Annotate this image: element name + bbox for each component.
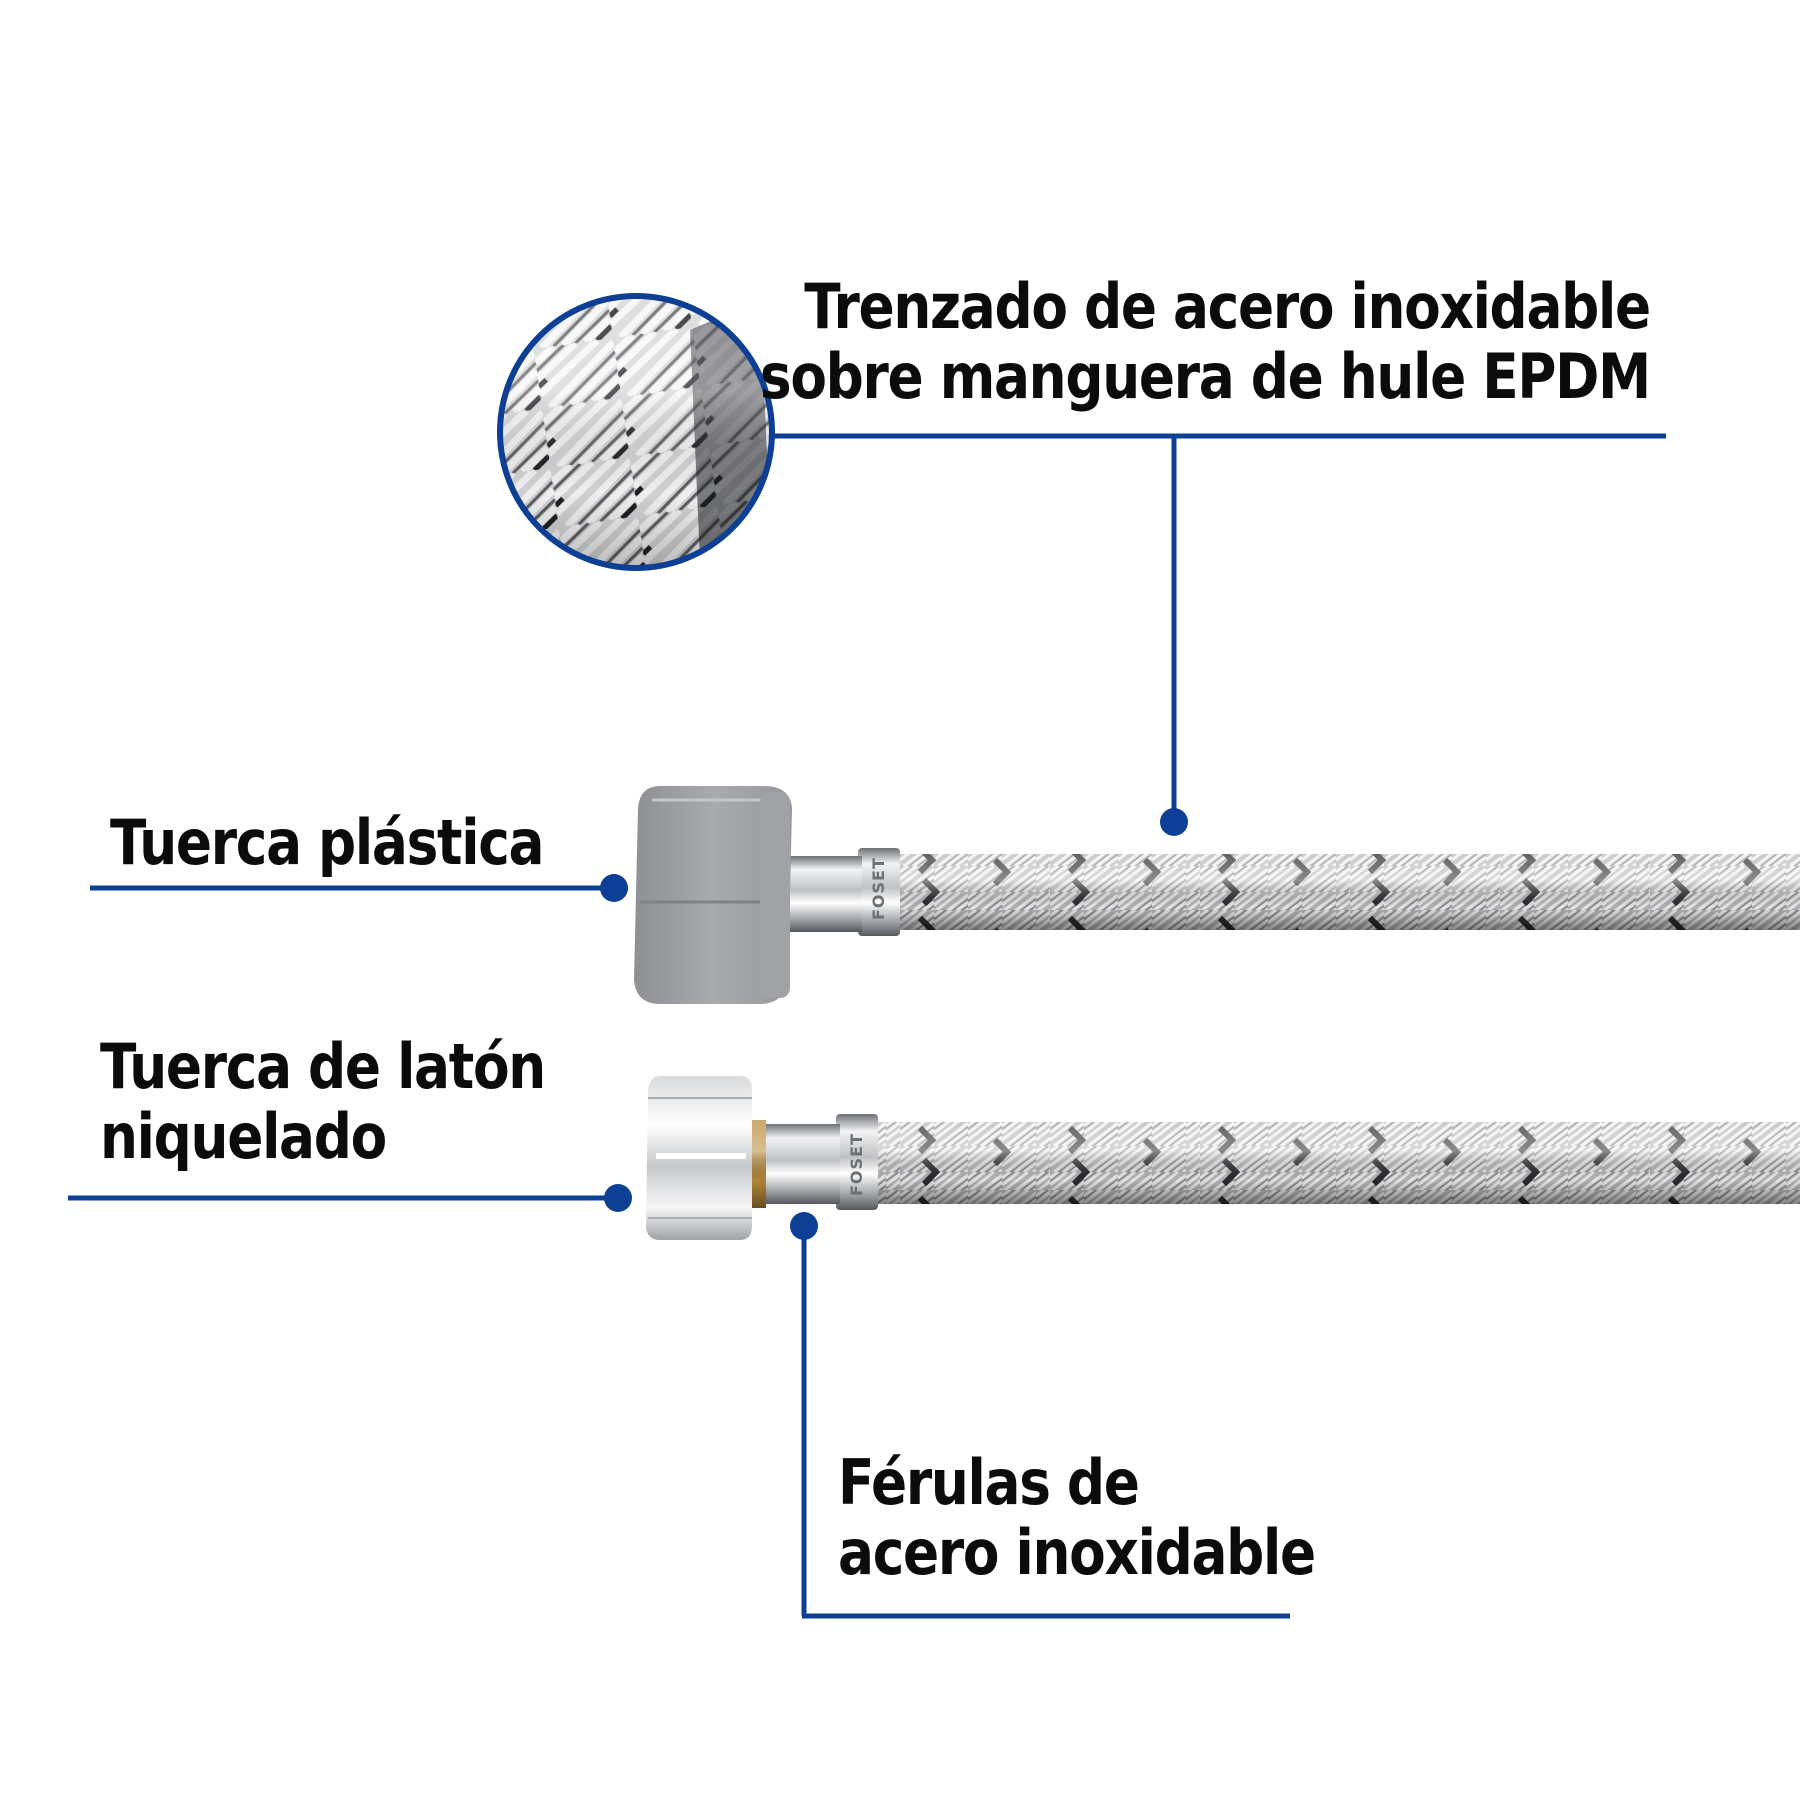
brass-nut-label-line1: Tuerca de latón [100, 1030, 546, 1103]
callout-braid-dot [1160, 808, 1188, 836]
braid-label: Trenzado de acero inoxidable sobre mangu… [760, 270, 1651, 413]
callout-braid-connector [772, 433, 1666, 822]
brass-nut-label-line2: niquelado [100, 1100, 387, 1173]
upper-ferrule-marking: FOSET [869, 857, 888, 920]
plastic-nut-label-line1: Tuerca plástica [110, 806, 545, 879]
callout-ferrule-connector [801, 1224, 1290, 1619]
callout-brass-nut-dot [604, 1184, 632, 1212]
braid-zoom-circle [497, 293, 775, 571]
lower-ferrule-marking: FOSET [847, 1133, 866, 1196]
braid-label-line2: sobre manguera de hule EPDM [760, 340, 1651, 413]
ferrule-label-line1: Férulas de [838, 1446, 1140, 1519]
brass-nut-label: Tuerca de latón niquelado [100, 1030, 546, 1173]
plastic-nut-label: Tuerca plástica [110, 806, 545, 879]
brass-nickel-nut [646, 1076, 752, 1240]
upper-hose-assembly: FOSET [634, 786, 1800, 1004]
lower-ferrule [836, 1114, 878, 1210]
ferrule-label: Férulas de acero inoxidable [838, 1446, 1316, 1589]
braid-label-line1: Trenzado de acero inoxidable [804, 270, 1651, 343]
ferrule-label-line2: acero inoxidable [838, 1516, 1316, 1589]
callout-ferrule-dot [790, 1212, 818, 1240]
upper-nut-neck [790, 856, 862, 932]
callout-plastic-nut-dot [600, 874, 628, 902]
lower-hose-assembly: FOSET [646, 1076, 1800, 1240]
upper-ferrule [858, 848, 900, 936]
lower-nut-neck [764, 1124, 840, 1204]
plastic-nut [634, 786, 792, 1004]
